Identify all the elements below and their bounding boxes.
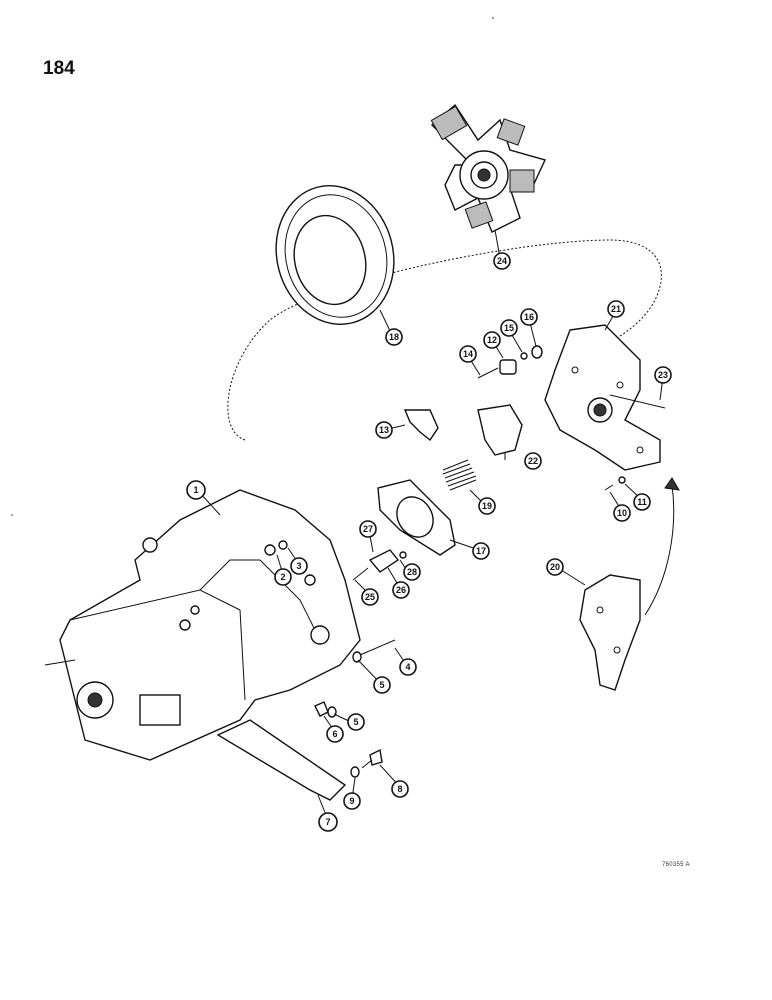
svg-text:17: 17 [476,546,486,556]
callout-18: 18 [385,328,403,346]
callout-24: 24 [493,252,511,270]
speck-mark [492,17,494,19]
callout-14: 14 [459,345,477,363]
svg-text:12: 12 [487,335,497,345]
callout-4: 4 [399,658,417,676]
svg-text:5: 5 [379,680,384,690]
svg-text:6: 6 [332,729,337,739]
svg-text:28: 28 [407,567,417,577]
gasket-plate [377,479,456,556]
callout-8: 8 [391,780,409,798]
callout-3: 3 [290,557,308,575]
svg-text:3: 3 [296,561,301,571]
svg-text:14: 14 [463,349,473,359]
callout-9: 9 [343,792,361,810]
callout-25: 25 [361,588,379,606]
bracket-bolt-hardware [604,476,626,491]
callout-6: 6 [326,725,344,743]
long-bolt [609,394,666,409]
callout-17: 17 [472,542,490,560]
svg-text:27: 27 [363,524,373,534]
callout-5b: 5 [347,713,365,731]
callout-1: 1 [186,480,206,500]
svg-text:7: 7 [325,817,330,827]
callout-12: 12 [483,331,501,349]
svg-text:4: 4 [405,662,410,672]
replacement-arrow [644,477,680,616]
svg-text:22: 22 [528,456,538,466]
svg-text:21: 21 [611,304,621,314]
alternate-bracket [579,574,641,691]
clutch-bracket [544,324,661,471]
small-hardware-group [477,345,543,379]
svg-text:23: 23 [658,370,668,380]
transmission-housing [44,489,361,761]
pressure-plate [275,185,395,325]
svg-text:19: 19 [482,501,492,511]
callout-19: 19 [478,497,496,515]
page-number: 184 [43,58,75,79]
callout-21: 21 [607,300,625,318]
callout-7: 7 [318,812,338,832]
svg-text:13: 13 [379,425,389,435]
svg-text:24: 24 [497,256,507,266]
clutch-spring [442,459,477,491]
svg-text:8: 8 [397,784,402,794]
svg-text:25: 25 [365,592,375,602]
speck-mark [11,514,13,516]
small-pin-parts [352,549,407,581]
svg-text:15: 15 [504,323,514,333]
cover-plate [216,719,347,801]
callout-5a: 5 [373,676,391,694]
callout-23: 23 [654,366,672,384]
svg-text:11: 11 [637,497,647,507]
callout-27: 27 [359,520,377,538]
callout-2: 2 [274,568,292,586]
callout-28: 28 [403,563,421,581]
svg-text:18: 18 [389,332,399,342]
svg-text:9: 9 [349,796,354,806]
group-outline [227,239,662,441]
retainer-bracket [403,409,439,442]
svg-text:20: 20 [550,562,560,572]
callout-22: 22 [524,452,542,470]
callout-16: 16 [520,308,538,326]
cover-bolt-hardware [350,748,383,778]
svg-text:2: 2 [280,572,285,582]
release-fork [477,404,523,456]
drawing-reference-number: 760355 A [662,862,690,868]
svg-text:26: 26 [396,585,406,595]
svg-text:10: 10 [617,508,627,518]
svg-text:16: 16 [524,312,534,322]
callout-10: 10 [613,504,631,522]
svg-text:5: 5 [353,717,358,727]
clutch-disc [430,103,546,233]
callout-20: 20 [546,558,564,576]
callout-11: 11 [633,493,651,511]
callout-15: 15 [500,319,518,337]
callout-13: 13 [375,421,393,439]
callout-26: 26 [392,581,410,599]
svg-text:1: 1 [193,485,198,495]
